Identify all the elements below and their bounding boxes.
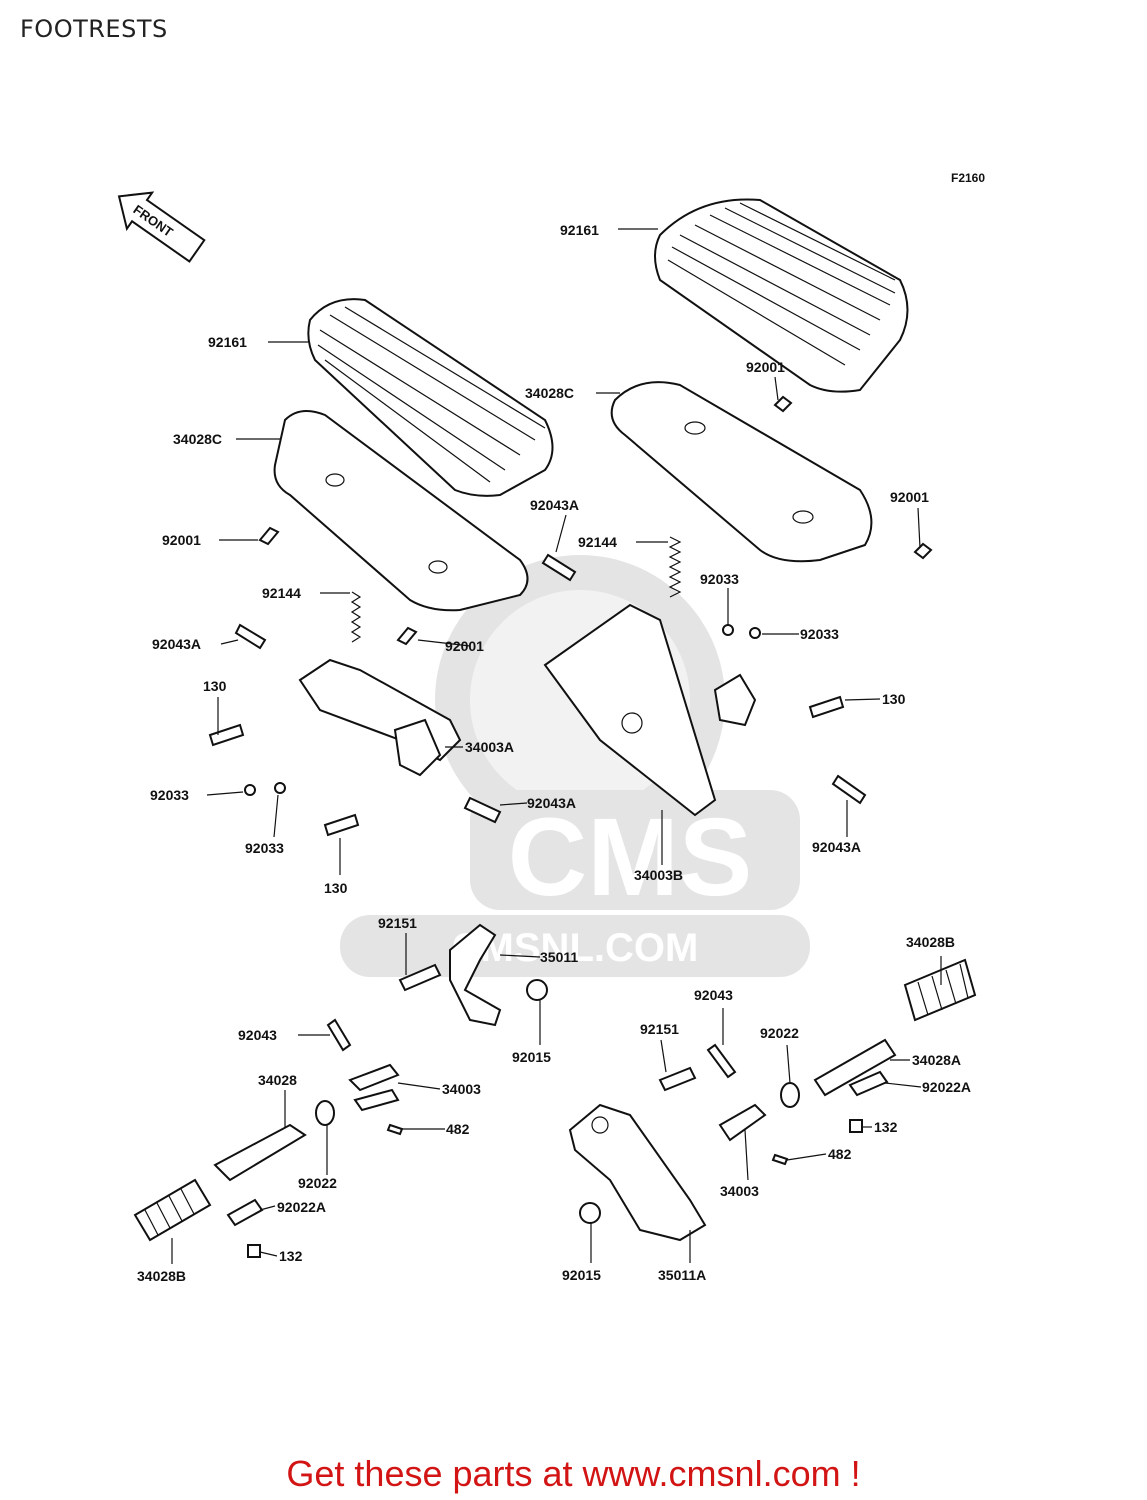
left-washer-92022 [315, 1100, 335, 1126]
callout-92033: 92033 [700, 571, 739, 587]
callout-34003B: 34003B [634, 867, 683, 883]
callout-92001: 92001 [445, 638, 484, 654]
callout-labels: 92161 92161 34028C 34028C 92001 92001 92… [137, 222, 971, 1284]
right-footpeg-34028A [813, 1038, 897, 1097]
callout-92144: 92144 [578, 534, 617, 550]
callout-34028C: 34028C [525, 385, 574, 401]
right-floorboard-bracket [543, 603, 757, 817]
callout-34028A: 34028A [912, 1052, 961, 1068]
footer-promo-link[interactable]: Get these parts at www.cmsnl.com ! [286, 1453, 861, 1494]
callout-92001: 92001 [890, 489, 929, 505]
right-peg-mount-34003 [718, 1103, 767, 1142]
callout-92144: 92144 [262, 585, 301, 601]
callout-130: 130 [324, 880, 348, 896]
left-peg-bracket-35011 [449, 923, 502, 1027]
left-peg-rubber-34028B [133, 1178, 212, 1242]
callout-92043A: 92043A [152, 636, 201, 652]
callout-34028B: 34028B [137, 1268, 186, 1284]
watermark-brand-plate [470, 790, 800, 910]
callout-92043A: 92043A [527, 795, 576, 811]
callout-92161: 92161 [208, 334, 247, 350]
left-floorboard-plate [273, 410, 529, 612]
callout-92022: 92022 [760, 1025, 799, 1041]
callout-92043: 92043 [694, 987, 733, 1003]
callout-34028C: 34028C [173, 431, 222, 447]
callout-92033: 92033 [245, 840, 284, 856]
bolt-132 [247, 1119, 863, 1258]
callout-130: 130 [203, 678, 227, 694]
callout-35011A: 35011A [658, 1267, 706, 1283]
right-nut-92015 [579, 1202, 601, 1224]
callout-34003: 34003 [720, 1183, 759, 1199]
callout-482: 482 [446, 1121, 470, 1137]
callout-92001: 92001 [746, 359, 785, 375]
callout-132: 132 [874, 1119, 898, 1135]
right-floorboard-plate [610, 381, 873, 563]
callout-34003A: 34003A [465, 739, 514, 755]
left-floorboard-bracket [298, 658, 462, 777]
clip-92022A [226, 1070, 889, 1227]
callout-92022A: 92022A [922, 1079, 971, 1095]
cotter-pin-482 [386, 1123, 789, 1166]
callout-92043A: 92043A [812, 839, 861, 855]
callout-92161: 92161 [560, 222, 599, 238]
left-peg-mount-34003 [348, 1063, 400, 1112]
callout-132: 132 [279, 1248, 303, 1264]
callout-92043A: 92043A [530, 497, 579, 513]
left-floorboard-rubber [307, 298, 554, 497]
callout-482: 482 [828, 1146, 852, 1162]
left-nut-92015 [526, 979, 548, 1001]
callout-35011: 35011 [540, 949, 578, 965]
bolt-92151 [398, 963, 697, 1092]
page-title: FOOTRESTS [20, 15, 168, 43]
left-footpeg-34028 [213, 1123, 307, 1182]
callout-92001: 92001 [162, 532, 201, 548]
bolt-130 [208, 695, 845, 837]
callout-92022A: 92022A [277, 1199, 326, 1215]
callout-92015: 92015 [562, 1267, 601, 1283]
right-peg-rubber-34028B [903, 958, 977, 1022]
right-floorboard-rubber [654, 198, 909, 393]
pin-92043A [234, 553, 867, 824]
callout-34028: 34028 [258, 1072, 297, 1088]
pin-92043 [326, 1018, 737, 1079]
spring-left [350, 591, 362, 643]
watermark-brand: CMS [508, 796, 752, 919]
callout-130: 130 [882, 691, 906, 707]
right-peg-bracket-35011A [568, 1103, 707, 1242]
callout-92033: 92033 [800, 626, 839, 642]
spring-right [668, 536, 682, 598]
callout-92151: 92151 [640, 1021, 679, 1037]
callout-34028B: 34028B [906, 934, 955, 950]
callout-92151: 92151 [378, 915, 417, 931]
figure-code: F2160 [951, 171, 986, 185]
right-washer-92022 [780, 1082, 800, 1108]
callout-34003: 34003 [442, 1081, 481, 1097]
callout-92033: 92033 [150, 787, 189, 803]
leader-lines [171, 228, 942, 1264]
washer-92033 [244, 624, 761, 796]
callout-92022: 92022 [298, 1175, 337, 1191]
front-arrow-icon: FRONT [117, 191, 206, 263]
callout-92015: 92015 [512, 1049, 551, 1065]
callout-92043: 92043 [238, 1027, 277, 1043]
